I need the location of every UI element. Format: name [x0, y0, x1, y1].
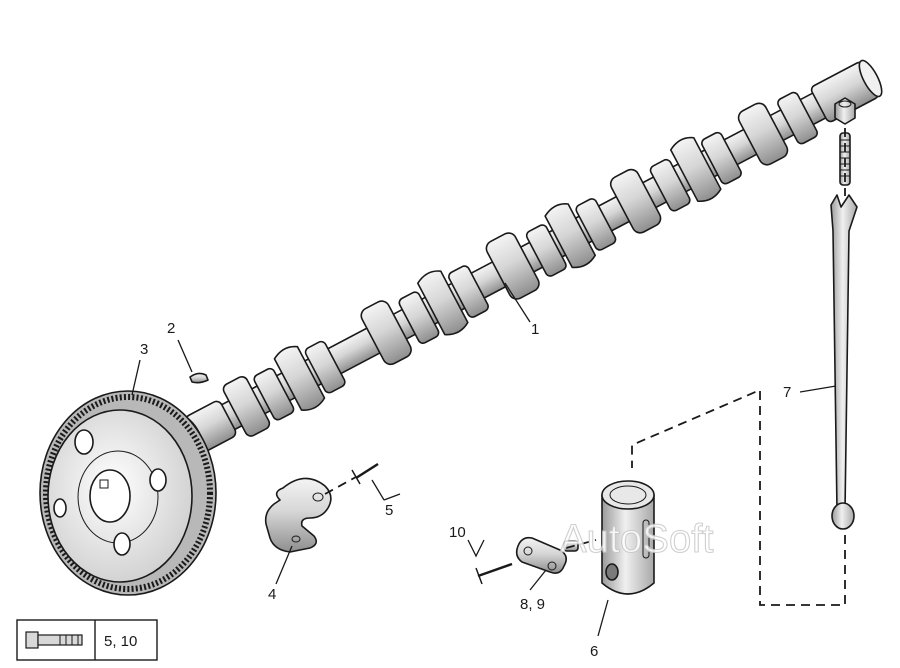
fastener-legend: 5, 10: [16, 619, 158, 661]
lock-nut: [834, 97, 856, 125]
leader-5: [371, 479, 401, 501]
bolt-10: [475, 562, 513, 585]
thrust-plate: [264, 477, 332, 553]
camshaft: [180, 59, 883, 455]
woodruff-key: [189, 372, 209, 384]
callout-10: 10: [449, 524, 466, 541]
callout-5: 5: [385, 502, 393, 519]
callout-1: 1: [531, 321, 539, 338]
leader-2: [177, 339, 193, 373]
leader-89: [529, 569, 547, 591]
assembly-line-pushrod-tappet: [631, 388, 846, 606]
leader-6: [597, 599, 609, 637]
watermark: AutoSoft: [560, 517, 713, 561]
leader-1: [504, 282, 531, 323]
leader-7: [799, 385, 837, 393]
assembly-line-plate-bolt: [324, 476, 357, 495]
camshaft-gear: [39, 390, 217, 596]
leader-10: [467, 539, 485, 558]
callout-4: 4: [268, 586, 276, 603]
callout-7: 7: [783, 384, 791, 401]
push-rod: [830, 194, 858, 530]
legend-text: 5, 10: [104, 633, 137, 650]
callout-2: 2: [167, 320, 175, 337]
leader-4: [275, 545, 293, 585]
callout-8-9: 8, 9: [520, 596, 545, 613]
callout-3: 3: [140, 341, 148, 358]
tappet: [601, 480, 655, 595]
bolt-5: [351, 462, 379, 485]
bolt-icon: [25, 631, 83, 649]
leader-3: [131, 359, 141, 396]
callout-6: 6: [590, 643, 598, 660]
assembly-line-guide-tappet: [565, 539, 597, 549]
